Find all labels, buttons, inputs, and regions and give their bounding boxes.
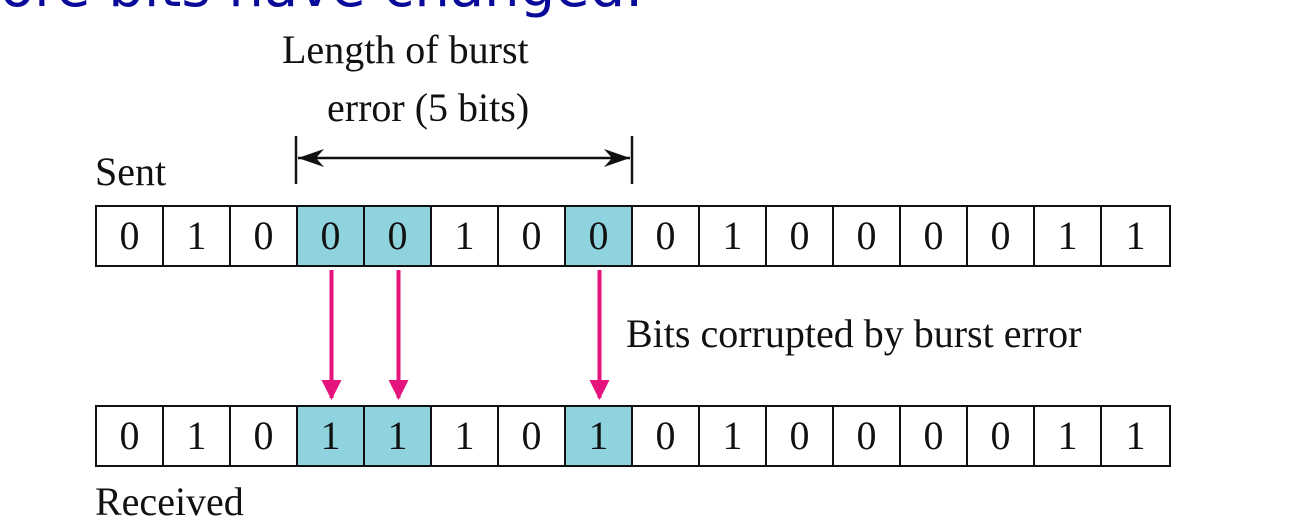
corrupted-bits-label: Bits corrupted by burst error <box>626 311 1082 356</box>
received-bit-11: 0 <box>834 407 901 465</box>
sent-bit-11: 0 <box>834 207 901 265</box>
received-bit-2: 0 <box>231 407 298 465</box>
corruption-arrows <box>321 270 610 400</box>
sent-bit-14: 1 <box>1035 207 1102 265</box>
slide-heading-fragment: ore bits have changed. <box>0 0 643 16</box>
received-bit-14: 1 <box>1035 407 1102 465</box>
sent-bit-7: 0 <box>566 207 633 265</box>
sent-bit-3: 0 <box>298 207 365 265</box>
sent-bit-6: 0 <box>499 207 566 265</box>
received-bit-8: 0 <box>633 407 700 465</box>
received-bit-9: 1 <box>700 407 767 465</box>
sent-label: Sent <box>95 149 167 194</box>
received-bit-5: 1 <box>432 407 499 465</box>
sent-bit-2: 0 <box>231 207 298 265</box>
burst-length-label-line1: Length of burst <box>282 27 529 72</box>
received-bit-6: 0 <box>499 407 566 465</box>
sent-bit-8: 0 <box>633 207 700 265</box>
sent-bit-9: 1 <box>700 207 767 265</box>
sent-bit-10: 0 <box>767 207 834 265</box>
received-bit-12: 0 <box>901 407 968 465</box>
received-bit-0: 0 <box>97 407 164 465</box>
received-bit-7: 1 <box>566 407 633 465</box>
received-bit-15: 1 <box>1125 413 1146 458</box>
burst-span-right-arrowhead <box>604 149 630 167</box>
received-bit-3: 1 <box>298 407 365 465</box>
sent-bit-5: 1 <box>432 207 499 265</box>
sent-bit-0: 0 <box>97 207 164 265</box>
received-bit-10: 0 <box>767 407 834 465</box>
received-bit-1: 1 <box>164 407 231 465</box>
received-bit-4: 1 <box>365 407 432 465</box>
sent-bit-15: 1 <box>1125 213 1146 258</box>
burst-length-label-line2: error (5 bits) <box>327 85 530 130</box>
burst-length-span <box>294 136 634 184</box>
sent-bit-4: 0 <box>365 207 432 265</box>
received-bit-13: 0 <box>968 407 1035 465</box>
burst-span-left-arrowhead <box>298 149 324 167</box>
sent-bit-12: 0 <box>901 207 968 265</box>
sent-bit-1: 1 <box>164 207 231 265</box>
sent-bit-13: 0 <box>968 207 1035 265</box>
received-label: Received <box>95 479 244 524</box>
